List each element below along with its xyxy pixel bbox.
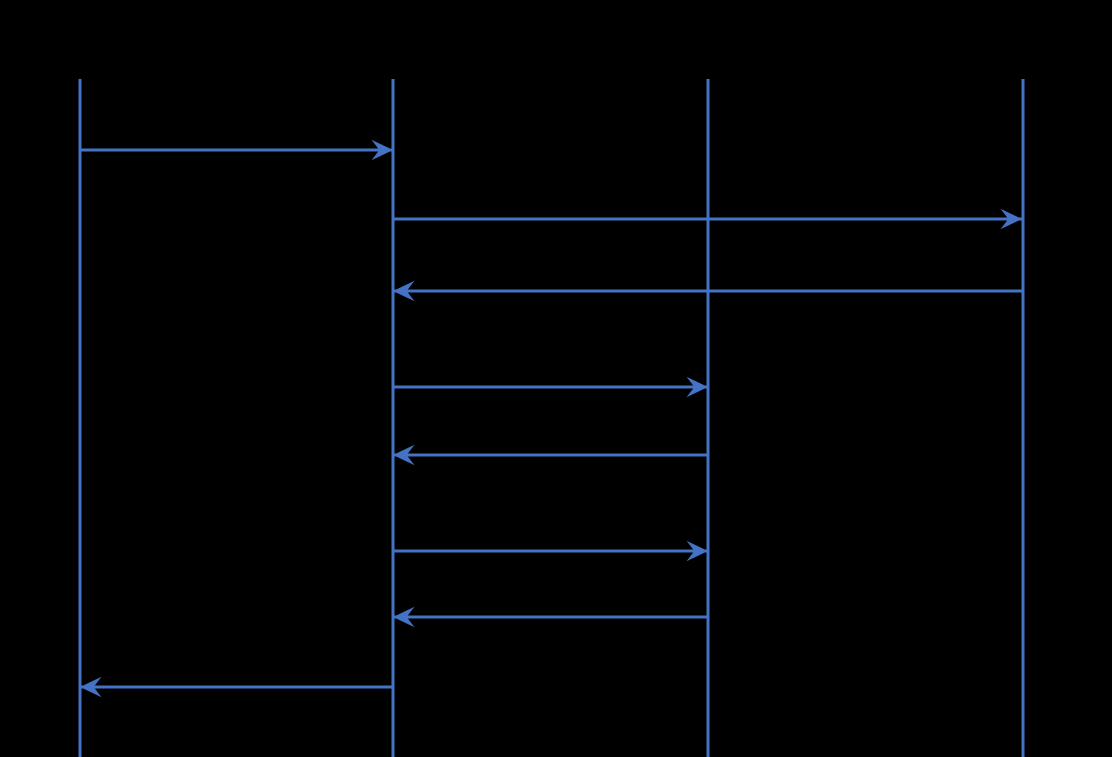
- messages-group: [80, 139, 1022, 698]
- lifelines-group: [78, 79, 1025, 757]
